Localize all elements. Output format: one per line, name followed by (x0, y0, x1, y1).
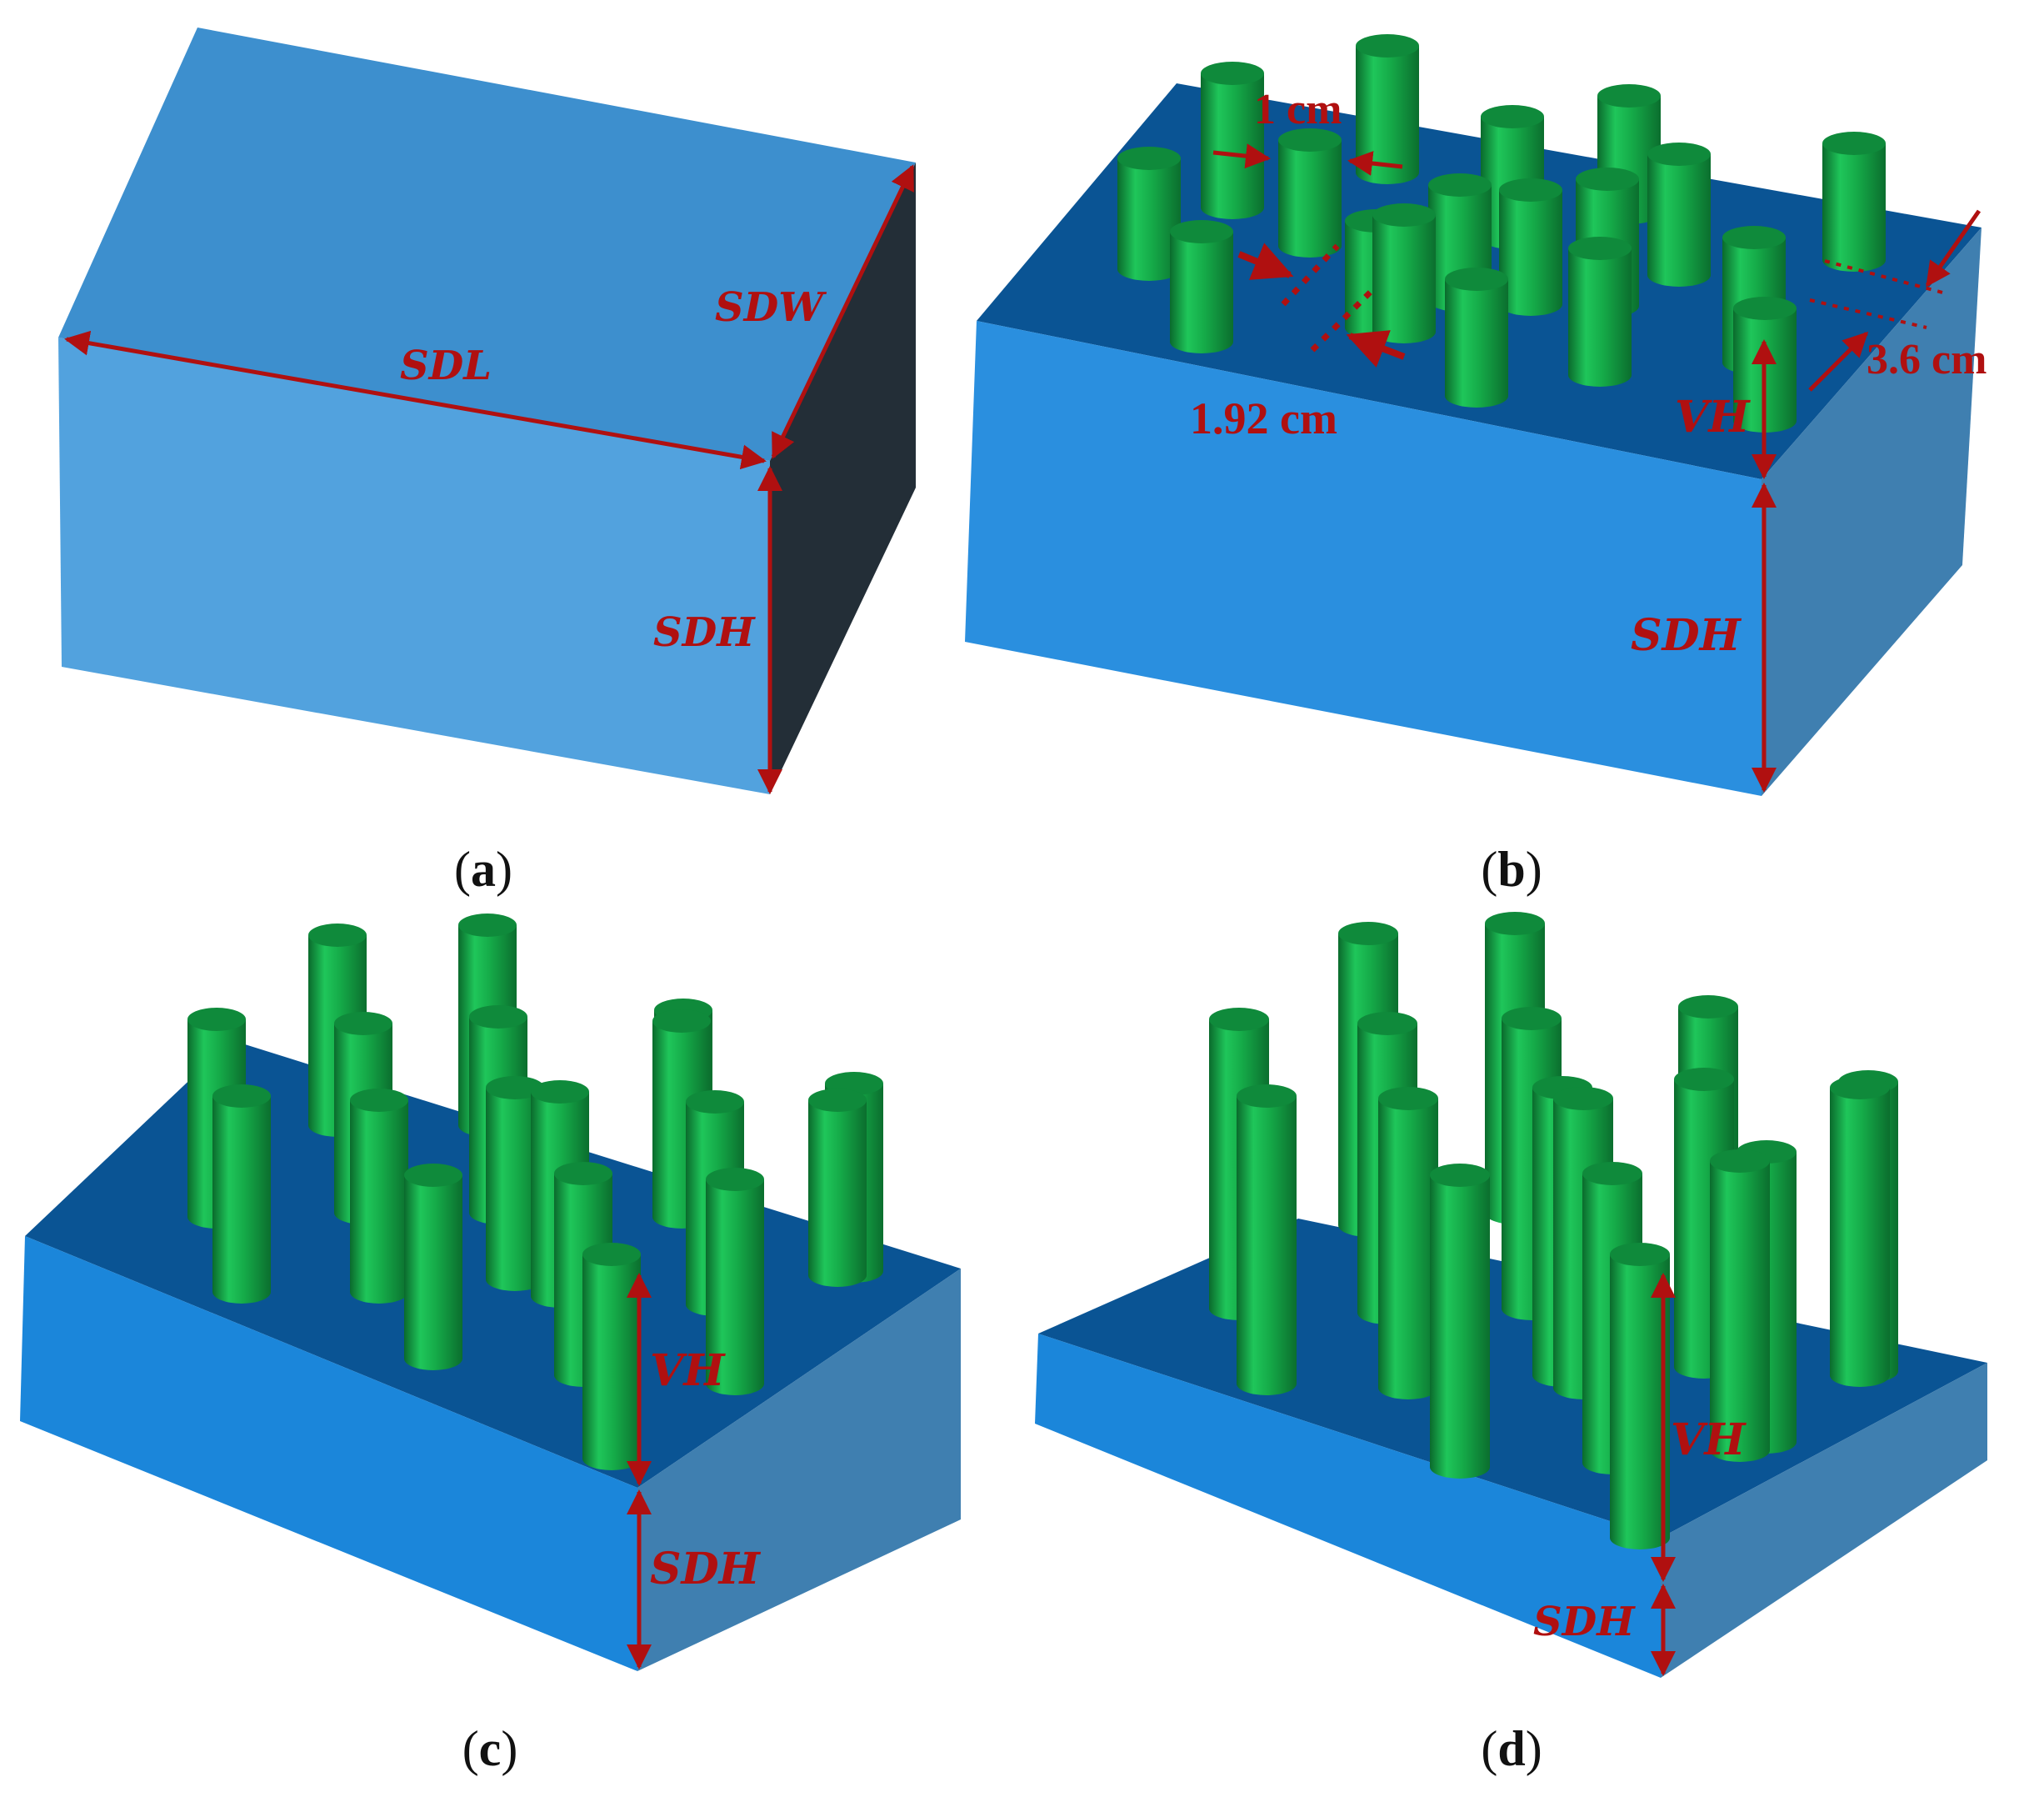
vegetation-cylinder (1278, 128, 1342, 258)
vegetation-cylinder (1356, 34, 1419, 184)
caption-a: (a) (454, 842, 512, 897)
vegetation-cylinders (1209, 912, 1898, 1549)
vegetation-cylinder (1568, 237, 1632, 387)
caption-b: (b) (1481, 842, 1542, 897)
label-vh: VH (1671, 1414, 1747, 1465)
vegetation-cylinder (1378, 1087, 1438, 1399)
block-front-face (20, 1236, 637, 1671)
vegetation-cylinder (1117, 147, 1181, 281)
label-sdh: SDH (1631, 610, 1742, 661)
label-sdh: SDH (650, 1544, 762, 1594)
label-vh: VH (1675, 392, 1751, 443)
vegetation-cylinder (486, 1076, 544, 1291)
block-side-face (1661, 1363, 1987, 1678)
block-side-face (637, 1269, 961, 1671)
vegetation-cylinder (1237, 1084, 1297, 1395)
spacing-x-arrow-b (1346, 330, 1406, 368)
panel-c: VH SDH (c) (20, 914, 961, 1776)
vegetation-cylinder (808, 1089, 867, 1287)
vegetation-cylinder (1830, 1076, 1890, 1387)
diameter-arrow-left (1212, 143, 1271, 169)
spacing-x-arrow-a (1237, 243, 1294, 280)
label-sdl: SDL (400, 343, 492, 389)
sdl-arrow (64, 330, 767, 470)
vegetation-cylinder (350, 1089, 408, 1304)
label-sdh: SDH (1533, 1599, 1636, 1645)
label-vh: VH (650, 1345, 726, 1396)
dim-spacing-y: 3.6 cm (1867, 336, 1987, 383)
panel-d: VH SDH (d) (1035, 912, 1987, 1776)
vegetation-cylinder (1430, 1164, 1490, 1479)
vegetation-cylinder (212, 1084, 271, 1304)
caption-c: (c) (462, 1721, 518, 1776)
vegetation-cylinder (1372, 203, 1436, 343)
label-sdh: SDH (653, 609, 756, 656)
spacing-y-guide-2 (1809, 298, 1927, 329)
vegetation-cylinder (706, 1168, 764, 1395)
block-front-face (1035, 1334, 1661, 1678)
block-side-face (1762, 228, 1982, 796)
dim-spacing-x: 1.92 cm (1190, 393, 1337, 443)
vegetation-cylinders (187, 914, 883, 1470)
vegetation-cylinder (404, 1164, 462, 1370)
diameter-arrow-right (1347, 151, 1403, 176)
vegetation-cylinder (1445, 268, 1508, 408)
block-front-face (965, 321, 1762, 796)
panel-b: 1 cm 1.92 cm 3.6 cm VH SDH (b) (965, 34, 1987, 897)
vegetation-cylinder (1170, 220, 1233, 353)
vegetation-cylinder (1610, 1243, 1670, 1549)
panel-a: SDL SDW SDH (a) (58, 28, 916, 897)
label-sdw: SDW (715, 284, 827, 331)
vegetation-cylinder (1201, 62, 1264, 219)
sdw-arrow (771, 164, 915, 459)
spacing-y-arrow-b (1808, 331, 1869, 392)
spacing-x-guide-1 (1281, 243, 1340, 307)
vegetation-cylinder (1647, 143, 1711, 287)
dim-diameter: 1 cm (1254, 86, 1342, 133)
spacing-y-arrow-a (1925, 209, 1982, 288)
vegetation-cylinder (1710, 1149, 1770, 1462)
vegetation-cylinder (582, 1243, 641, 1470)
vegetation-cylinder (1499, 178, 1562, 316)
caption-d: (d) (1481, 1721, 1542, 1776)
vegetation-cylinder (1822, 132, 1886, 272)
vegetation-cylinders (1117, 34, 1886, 433)
spacing-y-guide-1 (1824, 259, 1947, 295)
